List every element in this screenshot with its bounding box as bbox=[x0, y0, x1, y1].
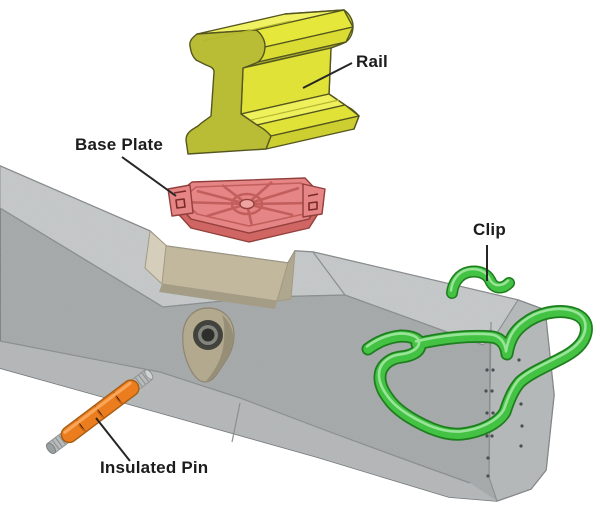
base-plate-leader-line bbox=[121, 156, 177, 197]
recess-front-lip bbox=[159, 284, 277, 309]
rail-seat-recess bbox=[144, 230, 296, 309]
base-plate-ribs bbox=[179, 181, 311, 227]
rail-leader-line bbox=[302, 62, 353, 89]
pin-highlight bbox=[63, 381, 132, 435]
base-plate-hub-ring bbox=[230, 192, 264, 216]
clip-large bbox=[361, 304, 593, 441]
leader-lines bbox=[95, 62, 488, 462]
base-plate-lug-left-slots bbox=[173, 190, 187, 209]
base-plate-lug-left bbox=[167, 184, 194, 217]
base-plate-label: Base Plate bbox=[75, 135, 163, 154]
rail-3d bbox=[185, 9, 360, 155]
sleeper-edge-lines bbox=[0, 207, 498, 484]
insulated-pin-3d bbox=[45, 369, 154, 455]
insulated-pin-label: Insulated Pin bbox=[100, 458, 209, 477]
clip-small-highlight bbox=[449, 267, 510, 292]
base-plate-3d bbox=[167, 177, 326, 243]
clip-large-highlight bbox=[365, 307, 587, 433]
clip-large-body bbox=[363, 306, 592, 439]
bushing-boss-shadow bbox=[206, 315, 234, 381]
end-face-holes bbox=[484, 358, 524, 478]
rail-label: Rail bbox=[356, 52, 388, 71]
base-plate-hub-hole bbox=[239, 198, 255, 210]
base-plate-lug-right-slots bbox=[307, 193, 319, 211]
clip-small bbox=[446, 265, 515, 299]
rail-detail-lines bbox=[202, 20, 340, 121]
bushing bbox=[182, 307, 235, 383]
bushing-hole bbox=[201, 328, 215, 342]
recess-right-wall bbox=[276, 250, 296, 302]
base-plate-lug-right bbox=[302, 183, 326, 218]
insulated-pin-leader-line bbox=[95, 417, 131, 462]
rail-front-profile bbox=[185, 29, 272, 155]
clip-label: Clip bbox=[473, 220, 506, 239]
